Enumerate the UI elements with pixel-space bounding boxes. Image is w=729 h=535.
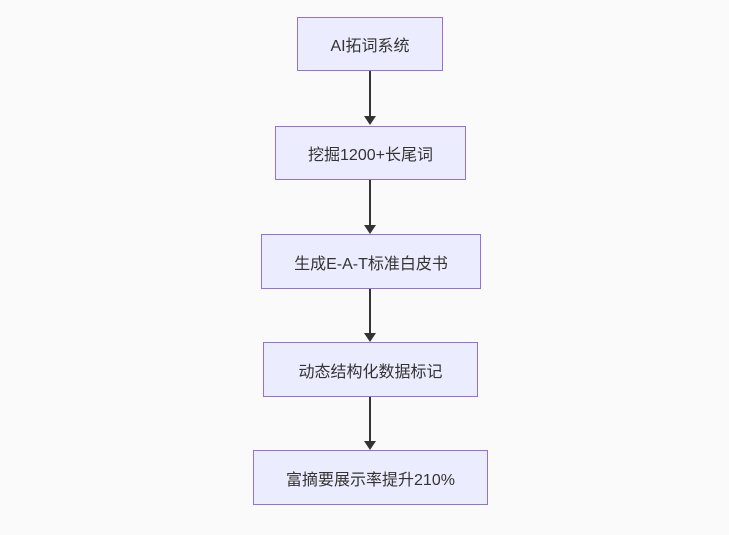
node-label: 富摘要展示率提升210% <box>286 471 455 489</box>
arrow-shaft <box>369 71 371 116</box>
node-label: AI拓词系统 <box>330 38 410 55</box>
node-label: 挖掘1200+长尾词 <box>308 147 433 164</box>
flow-arrow-2 <box>364 180 376 234</box>
flowchart-node-mine-longtail-keywords: 挖掘1200+长尾词 <box>275 126 466 180</box>
flowchart-node-rich-snippet-rate-increase: 富摘要展示率提升210% <box>253 450 488 505</box>
arrow-shaft <box>369 180 371 225</box>
node-label: 动态结构化数据标记 <box>298 363 443 381</box>
flow-arrow-4 <box>364 397 376 450</box>
flowchart-node-dynamic-structured-data-markup: 动态结构化数据标记 <box>263 342 478 397</box>
arrowhead-down-icon <box>364 225 376 234</box>
arrowhead-down-icon <box>364 441 376 450</box>
arrow-shaft <box>369 397 371 441</box>
node-label: 生成E-A-T标准白皮书 <box>294 255 448 273</box>
flow-arrow-1 <box>364 71 376 125</box>
flow-arrow-3 <box>364 289 376 342</box>
arrowhead-down-icon <box>364 116 376 125</box>
arrowhead-down-icon <box>364 333 376 342</box>
flowchart-node-generate-eat-whitepaper: 生成E-A-T标准白皮书 <box>261 234 481 289</box>
flowchart-node-ai-word-expansion-system: AI拓词系统 <box>297 17 443 71</box>
arrow-shaft <box>369 289 371 333</box>
